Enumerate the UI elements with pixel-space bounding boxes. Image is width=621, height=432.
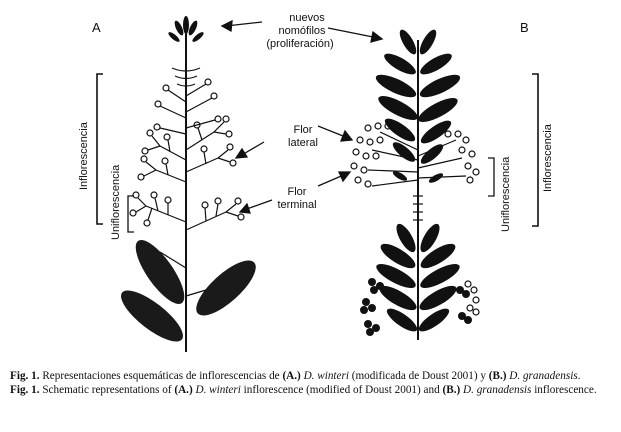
- panel-label-b: B: [520, 20, 529, 35]
- plant-b-new-leaves: [375, 29, 461, 164]
- label-uniflorescencia-b: Uniflorescencia: [500, 156, 512, 232]
- plant-b-d-granadensis: [350, 29, 480, 340]
- bracket-uniflorescencia-b: [488, 157, 495, 197]
- label-inflorescencia-a: Inflorescencia: [78, 122, 90, 190]
- label-flor-terminal-2: terminal: [277, 199, 317, 211]
- caption-en-b: (B.): [442, 384, 461, 396]
- caption-es-species-2: D. granadensis: [506, 370, 578, 382]
- caption-en-species-1: D. winteri: [192, 384, 241, 396]
- inflorescence-diagram: [96, 16, 539, 352]
- bracket-uniflorescencia-a: [127, 195, 134, 233]
- annotation-arrows: [220, 19, 384, 214]
- caption-en-text-1: Schematic representations of: [39, 384, 175, 396]
- bracket-inflorescencia-a: [96, 73, 103, 225]
- label-nomofilos: nomófilos: [278, 25, 326, 37]
- caption-es-text-1: Representaciones esquemáticas de inflore…: [39, 370, 283, 382]
- label-nuevos: nuevos: [289, 12, 325, 24]
- plant-a-flowers: [129, 78, 245, 231]
- caption-en-text-2: inflorescence (modified of Doust 2001) a…: [240, 384, 443, 396]
- bracket-inflorescencia-b: [532, 73, 539, 227]
- caption-en-fig-number: Fig. 1.: [10, 384, 40, 396]
- label-inflorescencia-b: Inflorescencia: [542, 124, 554, 192]
- plant-a-new-leaves: [168, 16, 204, 42]
- label-flor-lateral-2: lateral: [288, 137, 318, 149]
- caption-en-end: inflorescence.: [531, 384, 597, 396]
- caption-spanish: Fig. 1. Representaciones esquemáticas de…: [10, 369, 613, 383]
- caption-en-a: (A.): [174, 384, 193, 396]
- plant-a-d-winteri: [121, 16, 256, 352]
- plant-a-leaves: [121, 239, 256, 342]
- panel-label-a: A: [92, 20, 101, 35]
- caption-en-species-2: D. granadensis: [460, 384, 532, 396]
- plant-b-flowers: [350, 122, 480, 188]
- figure-caption: Fig. 1. Representaciones esquemáticas de…: [10, 369, 613, 397]
- caption-es-a: (A.): [282, 370, 301, 382]
- label-proliferacion: (proliferación): [266, 38, 334, 50]
- caption-english: Fig. 1. Schematic representations of (A.…: [10, 383, 613, 397]
- plant-b-basal-flowers: [360, 278, 472, 336]
- caption-es-species-1: D. winteri: [300, 370, 349, 382]
- label-flor-terminal-1: Flor: [287, 186, 307, 198]
- caption-es-fig-number: Fig. 1.: [10, 370, 40, 382]
- plant-b-leaves: [376, 223, 460, 332]
- label-flor-lateral-1: Flor: [293, 124, 313, 136]
- caption-es-end: .: [577, 370, 581, 382]
- caption-es-b: (B.): [488, 370, 507, 382]
- label-uniflorescencia-a: Uniflorescencia: [110, 164, 122, 240]
- caption-es-text-2: (modificada de Doust 2001) y: [348, 370, 489, 382]
